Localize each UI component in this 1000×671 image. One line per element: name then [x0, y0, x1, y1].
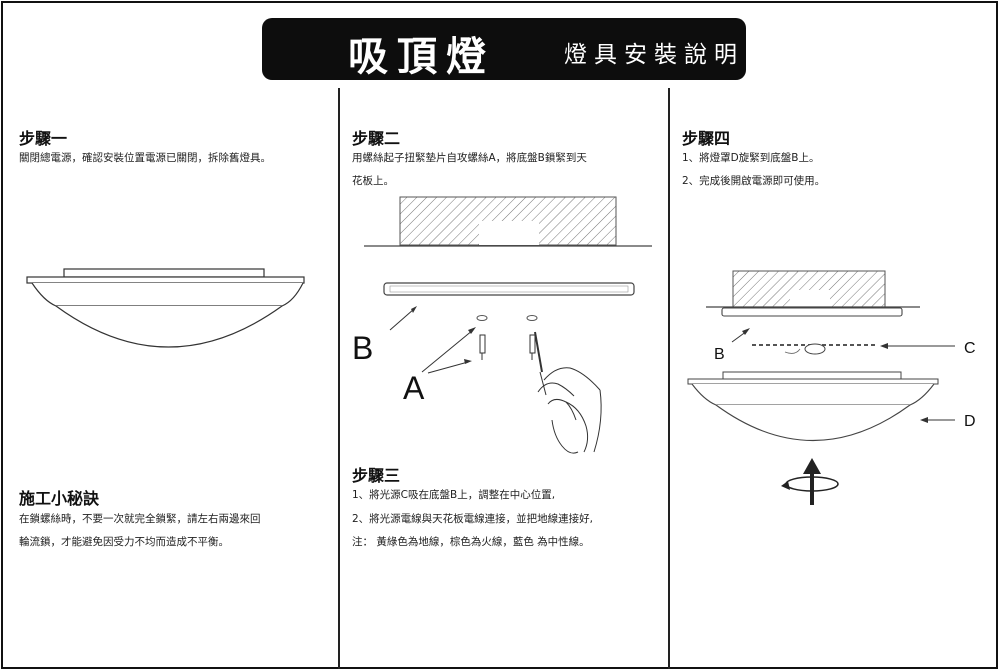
sub-title: 燈具安裝說明 — [564, 42, 744, 68]
step3-line-1: 1、將光源C吸在底盤B上，調整在中心位置, — [352, 489, 556, 501]
hand-with-screwdriver-icon — [534, 331, 602, 454]
step4-illustration: B C D — [687, 270, 976, 505]
ceiling-block — [399, 196, 617, 246]
step4-heading: 步驟四 — [682, 129, 731, 148]
tips-line-1: 在鎖螺絲時，不要一次就完全鎖緊，請左右兩邊來回 — [19, 513, 261, 525]
column-divider-right — [668, 88, 670, 669]
label-b-step4: B — [714, 346, 725, 363]
step4-line-2: 2、完成後開啟電源即可使用。 — [682, 175, 826, 187]
tips-heading: 施工小秘訣 — [19, 489, 100, 508]
base-plate-2 — [721, 307, 903, 317]
step3-line-2: 2、將光源電線與天花板電線連接，並把地線連接好, — [352, 513, 594, 525]
step2-line-2: 花板上。 — [352, 175, 394, 187]
tips-line-2: 輪流鎖，才能避免因受力不均而造成不平衡。 — [19, 536, 229, 548]
step2-illustration: B A — [352, 196, 652, 454]
step3-note: 注： 黃綠色為地線，棕色為火線，藍色 為中性線。 — [352, 536, 590, 548]
title-banner: 吸頂燈 燈具安裝說明 — [262, 18, 746, 80]
label-a: A — [403, 370, 425, 406]
label-c: C — [964, 340, 976, 357]
step1-text: 關閉總電源，確認安裝位置電源已關閉，拆除舊燈具。 — [19, 152, 271, 164]
step3-heading: 步驟三 — [352, 466, 401, 485]
ceiling-block-2 — [732, 270, 886, 308]
column-divider-left — [338, 88, 340, 669]
ceiling-lamp-illustration — [26, 268, 305, 348]
screw-left — [476, 315, 488, 360]
screw-right — [526, 315, 538, 360]
rotate-up-arrow-icon — [781, 458, 839, 505]
step2-heading: 步驟二 — [352, 129, 401, 148]
step2-line-1: 用螺絲起子扭緊墊片自攻螺絲A，將底盤B鎖緊到天 — [352, 152, 587, 164]
step1-heading: 步驟一 — [19, 129, 68, 148]
label-b: B — [352, 330, 373, 366]
step4-line-1: 1、將燈罩D旋緊到底盤B上。 — [682, 152, 820, 164]
label-d: D — [964, 413, 976, 430]
lamp-shade — [687, 371, 939, 441]
led-light-source — [752, 343, 875, 355]
main-title: 吸頂燈 — [348, 34, 495, 80]
